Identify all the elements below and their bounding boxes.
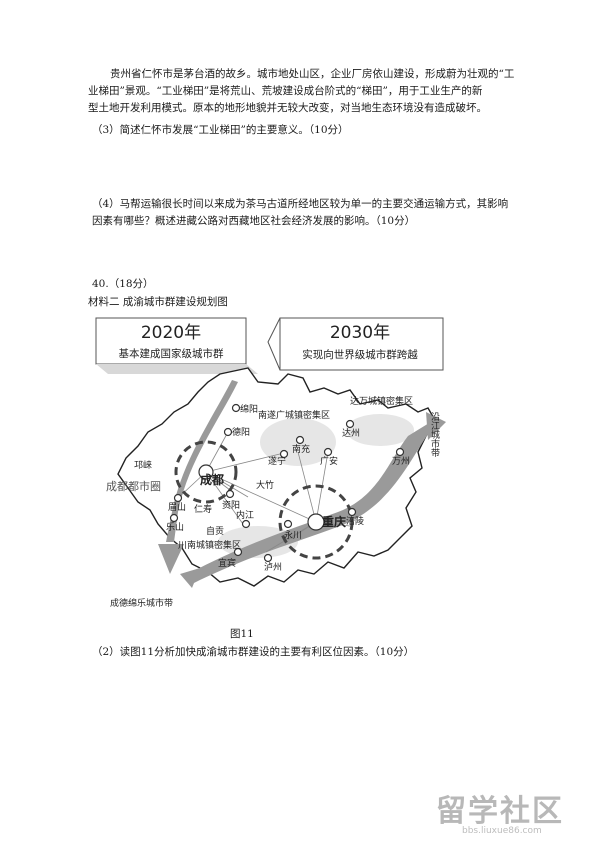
yanjiang-belt [188,420,434,584]
question-40-heading: 40.（18分） [92,278,154,290]
yanjiang-arrowhead-west [180,568,200,588]
fuling-node [347,507,357,517]
box-2030: 2030年 实现向世界级城市群跨越 [267,317,444,371]
yanjiang-arrowhead [426,412,446,440]
label-dazhou: 达州 [342,427,360,439]
yongchuan-node [283,519,293,529]
box-2030-year: 2030年 [330,323,390,343]
label-neijiang: 内江 [236,509,254,521]
box-2030-text: 实现向世界级城市群跨越 [302,348,418,361]
label-yibin: 宜宾 [218,557,236,569]
label-chongqing: 重庆 [322,514,346,529]
label-zigong: 自贡 [206,525,224,537]
label-cheng-de-mian-le: 成德绵乐城市带 [110,597,173,609]
label-deyang: 德阳 [232,426,250,438]
label-leshan: 乐山 [166,521,184,533]
label-ya-an: 邛崃 [134,459,152,471]
label-suining: 遂宁 [268,455,286,467]
material-title: 材料二 成渝城市群建设规划图 [88,296,228,308]
watermark-logo: 留学社区 [436,794,564,829]
box-2020-text: 基本建成国家级城市群 [119,347,224,360]
ziyang-node [225,489,235,499]
label-nan-sui-guang: 南遂广城镇密集区 [258,409,330,421]
chongqing-circle [278,484,354,560]
da-wan-area [346,414,414,446]
question-4: （4）马帮运输很长时间以来成为茶马古道所经地区较为单一的主要交通运输方式，其影响… [92,196,522,230]
label-dayi: 大竹 [256,479,274,491]
cheng-de-mian-le-arrowhead [158,544,184,574]
watermark-url: bbs.liuxue86.com [462,826,542,836]
leshan-node [169,513,179,523]
label-yongchuan: 永川 [284,529,302,541]
luzhou-node [263,553,273,563]
passage-line-2: 业梯田”景观。“工业梯田”是将荒山、荒坡建设成台阶式的“梯田”，用于工业生产的新 [88,85,483,97]
label-renshou: 仁寿 [194,503,212,515]
question-3: （3）简述仁怀市发展“工业梯田”的主要意义。（10分） [92,124,349,136]
chengdu-circle [174,440,238,504]
nanchong-node [295,435,305,445]
label-ziyang: 资阳 [222,500,240,511]
chengdu-node [198,464,214,480]
box-2020-year: 2020年 [141,323,201,343]
label-da-wan: 达万城镇密集区 [350,395,413,407]
chongqing-node [307,513,325,531]
question-4-line-2: 因素有哪些？概述进藏公路对西藏地区社会经济发展的影响。（10分） [92,215,416,227]
label-luzhou: 泸州 [264,562,282,573]
label-mianyang: 绵阳 [240,403,258,415]
yibin-node [233,547,243,557]
label-wanzhou: 万州 [392,456,410,467]
passage-line-3: 型土地开发利用模式。原本的地形地貌并无较大改变，对当地生态环境没有造成破坏。 [88,102,487,114]
passage: 贵州省仁怀市是茅台酒的故乡。城市地处山区，企业厂房依山建设，形成蔚为壮观的“工 … [88,66,518,117]
suining-node [279,449,289,459]
cheng-de-mian-le-belt [166,380,238,542]
label-chuan-nan: 川南城镇密集区 [178,539,241,551]
label-guangan: 广安 [320,455,338,467]
dazhou-node [345,419,355,429]
wanzhou-node [395,447,405,457]
label-chengdu: 成都 [200,472,224,487]
label-yanjiang: 沿江城市带 [429,412,440,458]
mianyang-node [231,403,241,413]
deyang-node [223,427,233,437]
question-2: （2）读图11分析加快成渝城市群建设的主要有利区位因素。（10分） [92,646,415,658]
guangan-node [323,447,333,457]
neijiang-node [241,519,251,529]
box-2020: 2020年 基本建成国家级城市群 [95,317,258,374]
label-fuling: 涪陵 [346,515,364,527]
figure-caption: 图11 [230,628,254,640]
label-yanjiang-text: 沿江城市带 [429,412,440,458]
chengyu-city-cluster-map: 2020年 基本建成国家级城市群 2030年 实现向世界级城市群跨越 [95,317,446,609]
question-4-line-1: （4）马帮运输很长时间以来成为茶马古道所经地区较为单一的主要交通运输方式，其影响 [92,198,509,210]
label-nanchong: 南充 [292,443,310,455]
label-meishan: 眉山 [168,502,186,513]
passage-line-1: 贵州省仁怀市是茅台酒的故乡。城市地处山区，企业厂房依山建设，形成蔚为壮观的“工 [110,68,515,80]
label-chengdu-circle: 成都都市圈 [106,479,161,493]
meishan-node [173,493,183,503]
